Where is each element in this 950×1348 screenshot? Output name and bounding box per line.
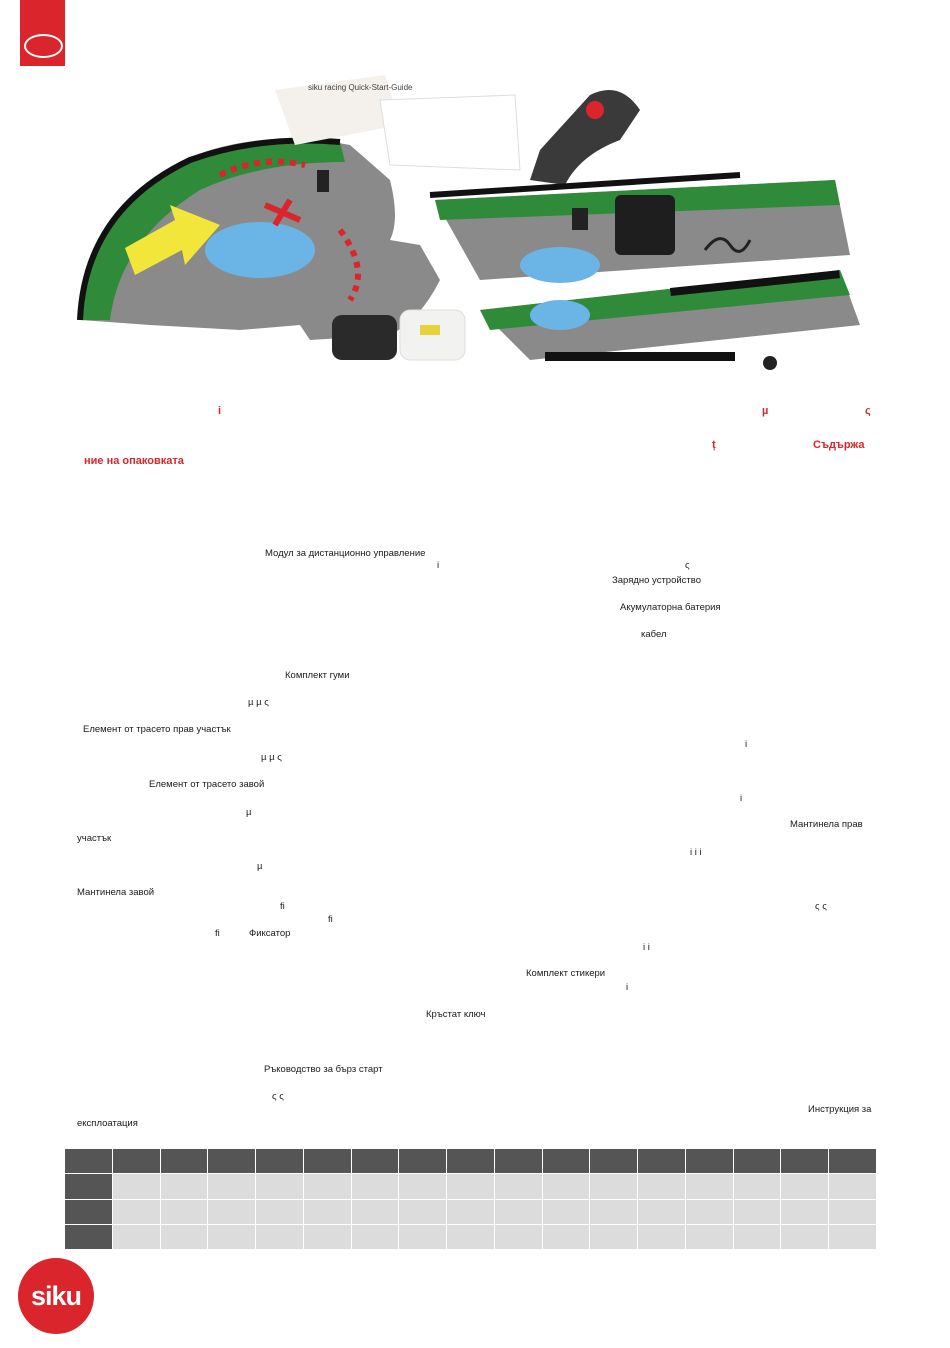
table-row xyxy=(64,1173,877,1200)
language-grid xyxy=(64,1147,877,1251)
heading-part-1: Съдържа xyxy=(813,439,865,451)
part-clip: Фиксатор xyxy=(249,928,291,939)
mark: ﬁ xyxy=(280,901,285,912)
mark: µ xyxy=(257,861,263,872)
mark: i xyxy=(745,739,748,750)
mark: ς ς xyxy=(272,1091,284,1102)
mark: µ µ ς xyxy=(261,752,282,763)
mark: ﬁ xyxy=(328,914,333,925)
page-corner-tab xyxy=(20,0,65,66)
title-mark-1: µ xyxy=(762,405,769,417)
part-barrier-straight-cont: участък xyxy=(77,833,112,844)
mark: i xyxy=(626,982,629,993)
table-row xyxy=(64,1198,877,1225)
mark: ς xyxy=(685,560,690,571)
corner-oval-icon xyxy=(24,34,63,58)
part-charger: Зарядно устройство xyxy=(612,575,701,586)
mark: i xyxy=(740,793,743,804)
part-quick-start: Ръководство за бърз старт xyxy=(264,1064,383,1075)
mark: µ xyxy=(246,807,252,818)
section-mark: i xyxy=(218,405,222,417)
product-illustration: siku racing Quick-Start-Guide xyxy=(77,75,860,370)
part-cable: кабел xyxy=(641,629,667,640)
mark: i i xyxy=(643,942,650,953)
booklet-title: siku racing Quick-Start-Guide xyxy=(308,83,413,92)
logo-text: siku xyxy=(30,1280,82,1311)
part-wrench: Кръстат ключ xyxy=(426,1009,486,1020)
part-manual-cont: експлоатация xyxy=(77,1118,138,1129)
part-battery: Акумулаторна батерия xyxy=(620,602,721,613)
table-row xyxy=(64,1147,877,1175)
part-barrier-straight: Мантинела прав xyxy=(790,819,863,830)
part-tyres: Комплект гуми xyxy=(285,670,350,681)
table-row xyxy=(64,1223,877,1251)
mark: ς ς xyxy=(815,901,827,912)
mark: i xyxy=(437,560,440,571)
part-track-curve: Елемент от трасето завой xyxy=(149,779,265,790)
part-barrier-curve: Мантинела завой xyxy=(77,887,155,898)
part-stickers: Комплект стикери xyxy=(526,968,606,979)
title-mark-3: ț xyxy=(712,439,716,451)
title-mark-2: ς xyxy=(865,405,871,417)
siku-logo: siku xyxy=(18,1258,94,1334)
heading-part-2: ние на опаковката xyxy=(84,455,184,467)
part-remote-module: Модул за дистанционно управление xyxy=(265,548,426,559)
part-track-straight: Елемент от трасето прав участък xyxy=(83,724,231,735)
mark: ﬁ xyxy=(215,928,220,939)
part-manual: Инструкция за xyxy=(808,1104,872,1115)
mark: µ µ ς xyxy=(248,697,269,708)
mark: i i i xyxy=(690,847,702,858)
